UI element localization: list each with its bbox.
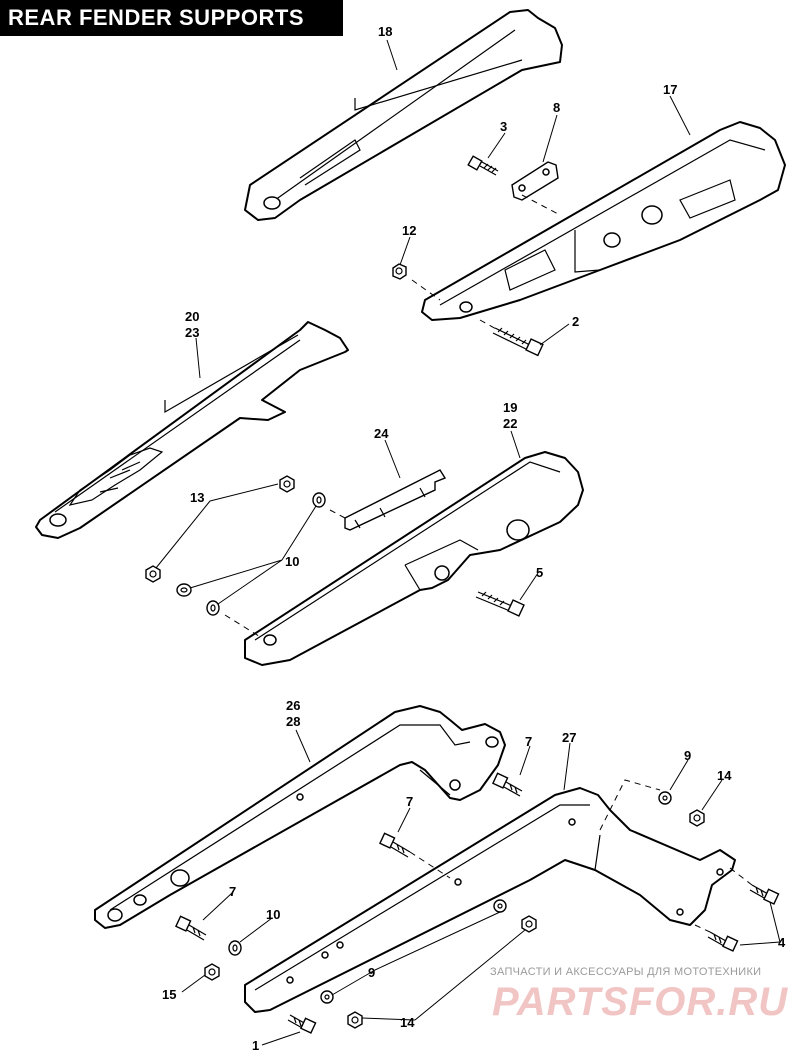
bolt-5[interactable] [475,591,525,617]
washer-9-b[interactable] [493,899,507,913]
callout-10-mid: 10 [285,554,299,569]
callout-26: 26 [286,698,300,713]
callout-7-top: 7 [525,734,532,749]
nut-15[interactable] [204,963,220,981]
part-19-22-fender-support[interactable] [244,451,584,666]
callout-15: 15 [162,987,176,1002]
watermark-tagline: ЗАПЧАСТИ И АКСЕССУАРЫ ДЛЯ МОТОТЕХНИКИ [490,966,762,978]
bolt-1[interactable] [287,1014,317,1034]
callout-24: 24 [374,426,389,441]
callout-17: 17 [663,82,677,97]
nut-12[interactable] [392,263,407,280]
callout-28: 28 [286,714,300,729]
part-20-23-fender-support[interactable] [35,321,349,539]
nut-14-a[interactable] [689,809,705,827]
callout-14-top: 14 [717,768,732,783]
washer-10-d[interactable] [228,940,242,956]
washer-9-c[interactable] [320,990,334,1004]
washer-10-a[interactable] [312,492,326,508]
callout-27: 27 [562,730,576,745]
bolt-7-c[interactable] [175,915,207,941]
nut-14-b[interactable] [521,915,537,933]
callout-9-top: 9 [684,748,691,763]
callout-23: 23 [185,325,199,340]
nut-14-c[interactable] [347,1011,363,1029]
callout-1: 1 [252,1038,259,1053]
bolt-3[interactable] [467,155,499,176]
nut-13-lower[interactable] [145,565,161,583]
callout-3: 3 [500,119,507,134]
callout-5: 5 [536,565,543,580]
callout-10-low: 10 [266,907,280,922]
page-title: REAR FENDER SUPPORTS [0,0,343,36]
washer-10-c[interactable] [206,600,220,616]
washer-10-b[interactable] [176,583,192,597]
callout-8: 8 [553,100,560,115]
part-27-fender-support[interactable] [244,787,736,1013]
callout-13: 13 [190,490,204,505]
bolt-4-b[interactable] [707,931,739,952]
bolt-7-a[interactable] [492,772,523,797]
nut-13-upper[interactable] [279,475,295,493]
plate-8[interactable] [511,161,559,201]
bolt-4-a[interactable] [749,884,780,905]
callout-9-low: 9 [368,965,375,980]
part-26-28-fender-support[interactable] [94,705,506,929]
callout-19: 19 [503,400,517,415]
plate-24[interactable] [344,469,447,531]
bolt-2[interactable] [492,327,544,357]
callout-2: 2 [572,314,579,329]
bolt-7-b[interactable] [379,832,411,858]
callout-14-low: 14 [400,1015,415,1030]
callout-18: 18 [378,24,392,39]
part-17-fender-support[interactable] [421,121,786,321]
callout-7-mid: 7 [406,794,413,809]
callout-4: 4 [778,935,786,950]
watermark-brand: PARTSFOR.RU [492,980,789,1024]
part-18-fender-support[interactable] [244,9,563,221]
callout-12: 12 [402,223,416,238]
washer-9-a[interactable] [658,791,672,805]
callout-22: 22 [503,416,517,431]
leader-lines [155,39,781,1046]
callout-7-low: 7 [229,884,236,899]
callout-20: 20 [185,309,199,324]
